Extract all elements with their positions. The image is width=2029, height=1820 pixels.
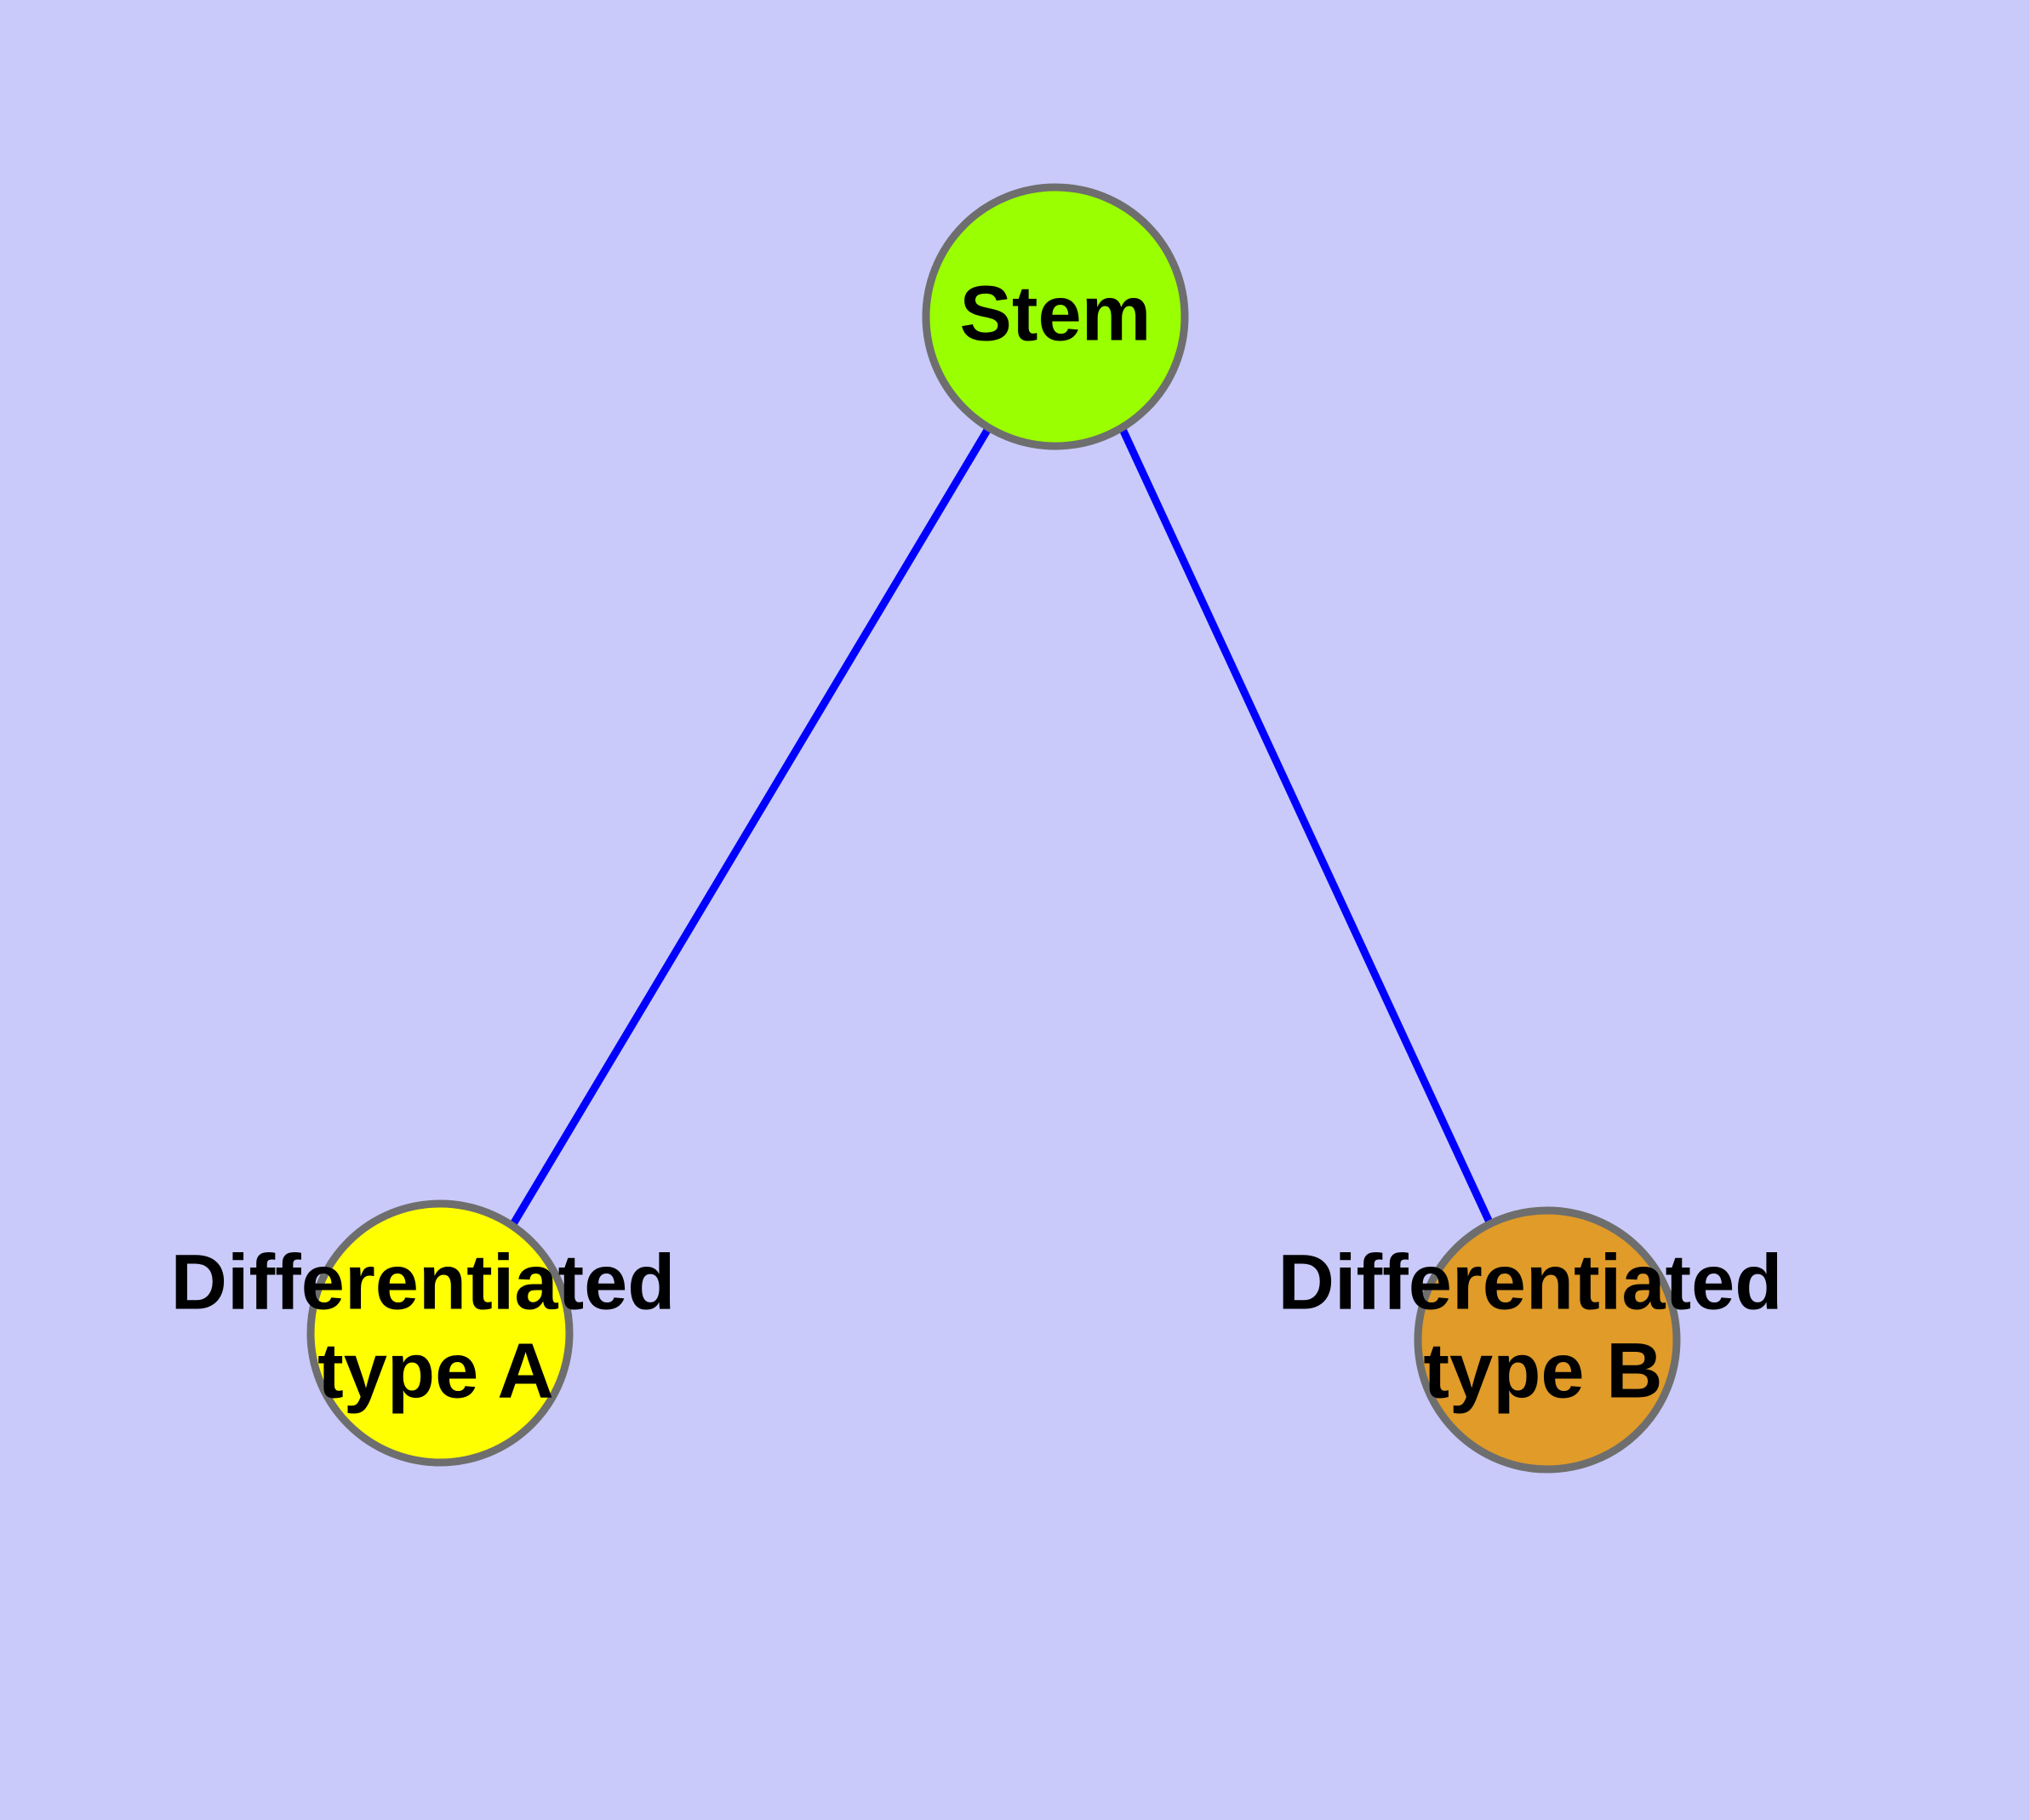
- node-diff-b[interactable]: [1414, 1206, 1681, 1474]
- node-diff-a-label-line2: type A: [317, 1327, 554, 1414]
- node-stem-circle[interactable]: [922, 183, 1189, 450]
- edge-stem-to-diff-a[interactable]: [510, 425, 992, 1227]
- node-diff-b-label-line2: type B: [1423, 1327, 1662, 1414]
- node-diff-b-label-line1: Differentiated: [1278, 1239, 1783, 1325]
- node-diff-b-circle[interactable]: [1414, 1206, 1681, 1474]
- edge-layer: [510, 425, 1495, 1228]
- node-diff-a[interactable]: [306, 1199, 574, 1467]
- node-layer: [306, 183, 1681, 1474]
- node-diff-a-circle[interactable]: [306, 1199, 574, 1467]
- node-stem-label: Stem: [960, 270, 1152, 357]
- node-diff-a-label-line1: Differentiated: [171, 1239, 676, 1325]
- node-stem[interactable]: [922, 183, 1189, 450]
- edge-stem-to-diff-b[interactable]: [1117, 426, 1495, 1228]
- label-layer: Stem Differentiated type A Differentiate…: [171, 270, 1783, 1414]
